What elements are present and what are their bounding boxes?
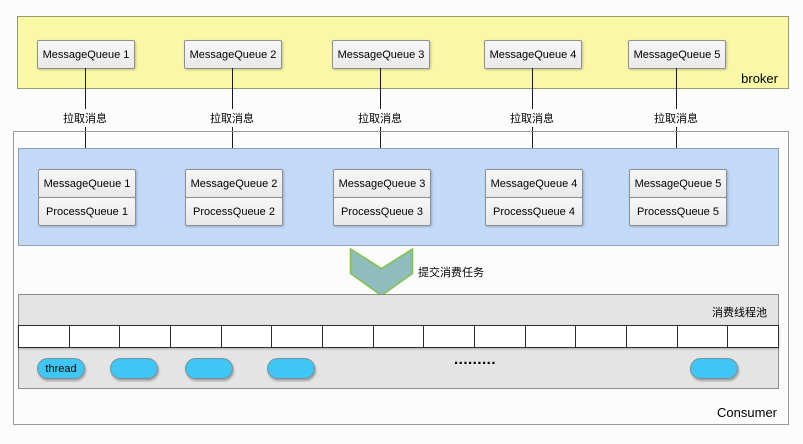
submit-task-arrow-icon — [349, 248, 414, 297]
thread-pill — [110, 358, 158, 379]
thread-pill — [267, 358, 315, 379]
message-queue-box: MessageQueue 1 — [38, 169, 136, 198]
thread-pool-cell — [69, 326, 121, 347]
thread-pool-cell — [373, 326, 425, 347]
ellipsis-dots: ......... — [454, 351, 497, 368]
message-queue-box: MessageQueue 1 — [37, 40, 135, 69]
message-queue-box: MessageQueue 5 — [629, 169, 727, 198]
submit-task-label: 提交消费任务 — [418, 267, 484, 279]
message-queue-box: MessageQueue 2 — [185, 169, 283, 198]
message-queue-box: MessageQueue 4 — [485, 169, 583, 198]
message-queue-box: MessageQueue 5 — [628, 40, 726, 69]
process-queue-box: ProcessQueue 3 — [333, 197, 431, 226]
thread-pill: thread — [37, 358, 85, 379]
pull-message-label: 拉取消息 — [651, 109, 701, 127]
queue-pair: MessageQueue 4 ProcessQueue 4 — [485, 169, 583, 226]
queue-pair: MessageQueue 2 ProcessQueue 2 — [185, 169, 283, 226]
pull-message-label: 拉取消息 — [507, 109, 557, 127]
thread-pill — [185, 358, 233, 379]
thread-pool-cell — [120, 326, 172, 347]
process-queue-box: ProcessQueue 5 — [629, 197, 727, 226]
thread-pool-cell — [525, 326, 577, 347]
broker-region: MessageQueue 1 MessageQueue 2 MessageQue… — [17, 16, 789, 89]
thread-pool-label: 消费线程池 — [712, 307, 767, 319]
thread-pool-region: 消费线程池 thread ......... — [18, 294, 779, 389]
thread-pool-cell — [424, 326, 476, 347]
thread-pool-cell — [475, 326, 526, 347]
pull-message-label: 拉取消息 — [60, 109, 110, 127]
thread-pool-cell — [728, 326, 779, 347]
pull-message-label: 拉取消息 — [355, 109, 405, 127]
queue-pair: MessageQueue 5 ProcessQueue 5 — [629, 169, 727, 226]
queue-pair: MessageQueue 1 ProcessQueue 1 — [38, 169, 136, 226]
queue-pair: MessageQueue 3 ProcessQueue 3 — [333, 169, 431, 226]
message-queue-box: MessageQueue 3 — [332, 40, 430, 69]
thread-pill — [690, 358, 738, 379]
message-queue-box: MessageQueue 3 — [333, 169, 431, 198]
pull-message-label: 拉取消息 — [207, 109, 257, 127]
message-queue-box: MessageQueue 2 — [184, 40, 282, 69]
thread-pool-cell — [627, 326, 678, 347]
process-queue-box: ProcessQueue 4 — [485, 197, 583, 226]
thread-pool-cell — [19, 326, 70, 347]
consumer-region: MessageQueue 1 ProcessQueue 1 MessageQue… — [13, 131, 789, 425]
process-queue-box: ProcessQueue 1 — [38, 197, 136, 226]
thread-pool-cell — [171, 326, 222, 347]
thread-pool-cell — [272, 326, 324, 347]
thread-pool-cell — [323, 326, 374, 347]
thread-pool-cell — [221, 326, 273, 347]
process-queue-box: ProcessQueue 2 — [185, 197, 283, 226]
broker-label: broker — [741, 71, 778, 86]
consumer-label: Consumer — [717, 405, 777, 420]
message-queue-box: MessageQueue 4 — [484, 40, 582, 69]
queue-pair-region: MessageQueue 1 ProcessQueue 1 MessageQue… — [18, 148, 779, 246]
thread-pool-cell — [677, 326, 729, 347]
thread-pool-cell — [576, 326, 628, 347]
thread-pool-cells — [18, 325, 779, 348]
